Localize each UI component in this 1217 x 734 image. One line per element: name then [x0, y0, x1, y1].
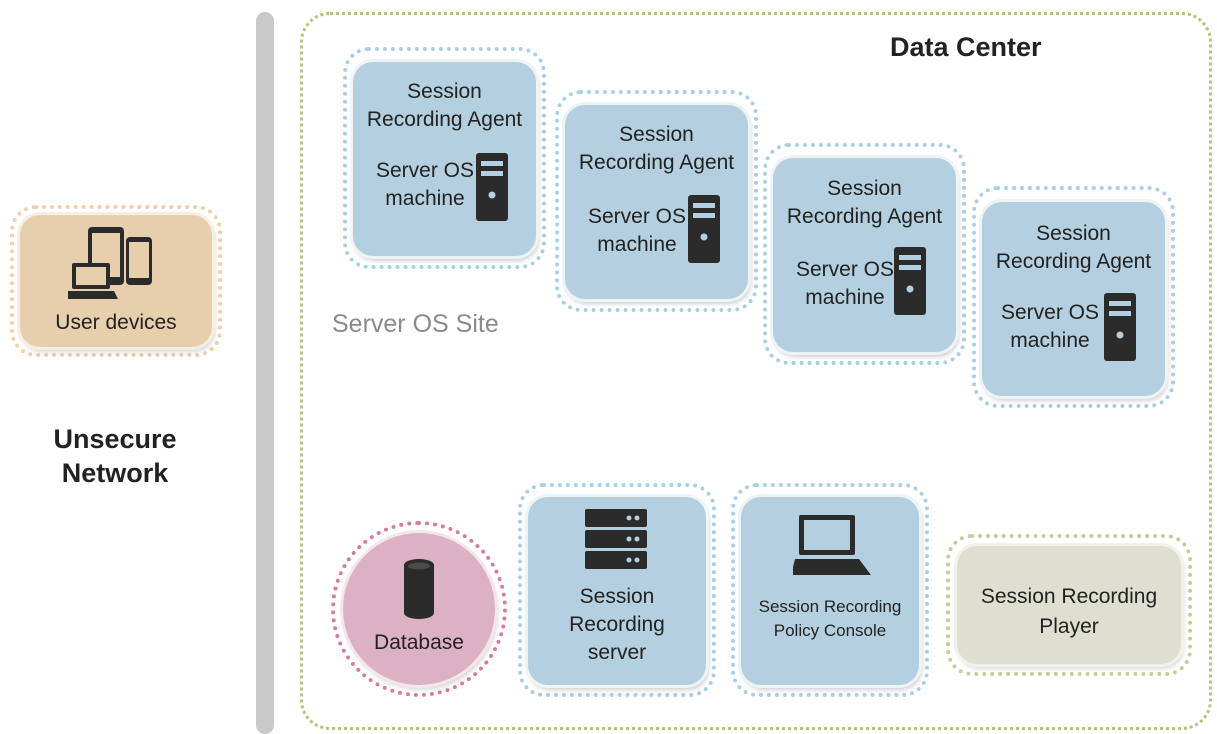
server-os-site-label: Server OS Site: [332, 310, 499, 338]
database-circle: Database: [343, 533, 495, 685]
devices-icon: [68, 227, 152, 299]
server-tower-icon: [894, 247, 926, 315]
agent-title-1: Session Recording Agent: [366, 80, 523, 131]
agent-title-3: Session Recording Agent: [786, 177, 943, 228]
unsecure-network-title: Unsecure Network: [20, 422, 210, 490]
user-devices-label: User devices: [55, 311, 177, 334]
database-icon: [404, 559, 434, 619]
database-frame: [331, 521, 507, 697]
agent-card-1: Session Recording Agent Server OS machin…: [353, 62, 536, 256]
database-label: Database: [374, 631, 464, 654]
agent-card-4: Session Recording Agent Server OS machin…: [982, 202, 1165, 396]
player-card: Session Recording Player: [957, 546, 1181, 664]
agent-title-2: Session Recording Agent: [578, 123, 735, 174]
network-divider: [256, 12, 274, 734]
agent-machine-4: Server OS machine: [1000, 301, 1100, 352]
recording-server-label: Session Recording server: [569, 585, 665, 664]
agent-machine-3: Server OS machine: [795, 258, 895, 309]
user-devices-card: User devices: [20, 215, 212, 347]
data-center-title: Data Center: [890, 32, 1042, 62]
agent-card-3: Session Recording Agent Server OS machin…: [773, 158, 956, 352]
laptop-icon: [793, 515, 871, 575]
agent-card-2: Session Recording Agent Server OS machin…: [565, 105, 748, 299]
agent-title-4: Session Recording Agent: [995, 222, 1152, 273]
user-devices-frame: [10, 205, 222, 357]
recording-server-frame: [518, 483, 716, 697]
policy-console-card: Session Recording Policy Console: [741, 497, 919, 685]
server-tower-icon: [476, 153, 508, 221]
player-label: Session Recording Player: [980, 585, 1158, 638]
agent-frame-3: [763, 143, 966, 365]
recording-server-card: Session Recording server: [528, 497, 706, 685]
policy-console-text: Session Recording Policy Console: [758, 597, 902, 640]
unsecure-network-text: Unsecure Network: [53, 424, 177, 488]
agent-frame-2: [555, 90, 758, 312]
server-rack-icon: [585, 509, 647, 569]
policy-console-label: Session Recording Policy Console: [741, 595, 919, 643]
server-tower-icon: [1104, 293, 1136, 361]
agent-machine-1: Server OS machine: [375, 159, 475, 210]
data-center-frame: [300, 12, 1212, 730]
player-frame: [946, 534, 1192, 676]
agent-machine-2: Server OS machine: [587, 205, 687, 256]
policy-console-frame: [731, 483, 929, 697]
agent-frame-4: [972, 186, 1175, 408]
agent-frame-1: [343, 47, 546, 269]
server-tower-icon: [688, 195, 720, 263]
